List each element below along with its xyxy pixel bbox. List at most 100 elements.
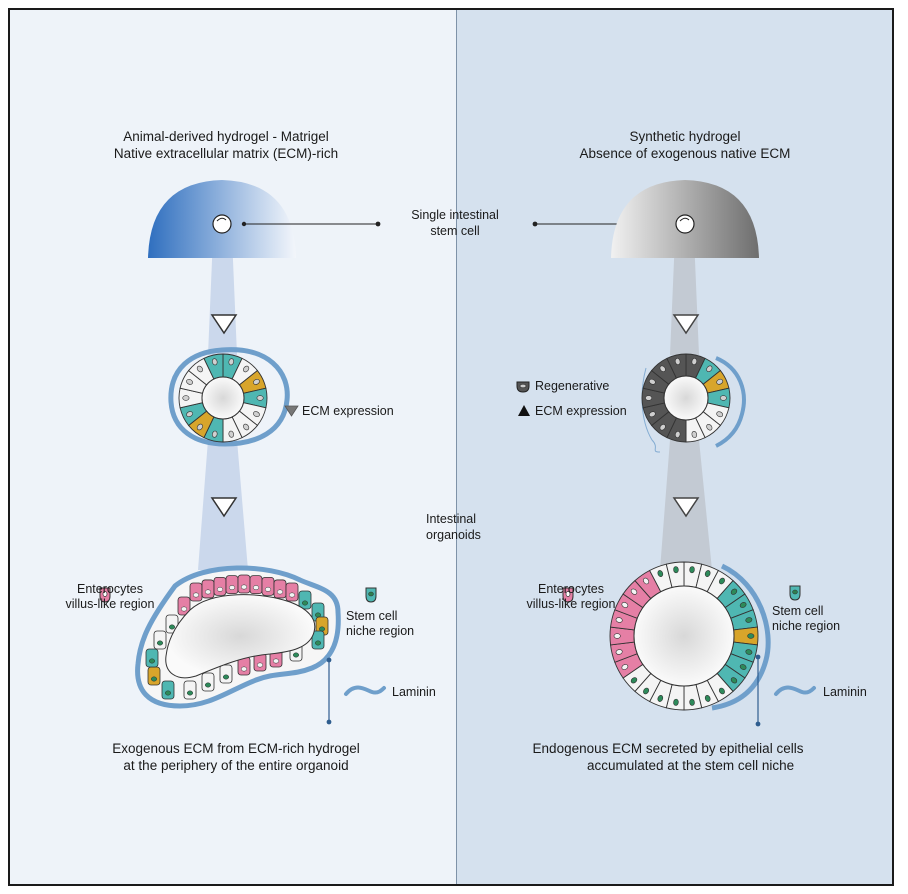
- cell-nucleus: [228, 585, 236, 591]
- cell-nucleus: [216, 586, 224, 592]
- left-caption-line2: at the periphery of the entire organoid: [123, 758, 349, 773]
- down-arrow-2-right: [672, 497, 700, 518]
- stem-label-right-2: niche region: [772, 619, 841, 633]
- stem-cell-nucleus: [679, 217, 690, 222]
- pointer-dot: [755, 654, 761, 660]
- cell-nucleus: [253, 379, 260, 385]
- cell-nucleus: [673, 698, 679, 706]
- left-title-line1: Animal-derived hydrogel - Matrigel: [123, 129, 329, 144]
- figure-frame: [8, 8, 894, 886]
- cell-nucleus: [621, 602, 629, 608]
- cell-nucleus: [240, 584, 248, 590]
- cell-nucleus: [182, 395, 190, 401]
- epithelial-cell: [298, 590, 312, 610]
- cell-nucleus: [718, 687, 725, 695]
- cell-nucleus: [252, 585, 260, 591]
- cell-nucleus: [719, 395, 727, 401]
- cell-nucleus: [314, 612, 322, 618]
- cell-nucleus: [645, 395, 653, 401]
- organoids-line1: Intestinal: [426, 512, 477, 526]
- cell-nucleus: [222, 674, 230, 680]
- cell-nucleus: [615, 617, 623, 623]
- large-organoid-left: [135, 565, 341, 709]
- cell-nucleus: [272, 658, 280, 664]
- cell-nucleus: [674, 358, 681, 366]
- enterocytes-label-right-1: Enterocytes: [537, 582, 604, 596]
- right-caption-line2: accumulated at the stem cell niche: [587, 758, 795, 773]
- down-arrow-2-left: [210, 497, 238, 518]
- cell-nucleus: [648, 411, 656, 418]
- enterocytes-label-left-2: villus-like region: [65, 597, 155, 611]
- epithelial-cell: [153, 630, 167, 650]
- cell-nucleus: [621, 664, 629, 670]
- cell-nucleus: [673, 566, 679, 574]
- enterocyte-icon-right: [562, 587, 574, 603]
- cell-nucleus: [704, 695, 711, 702]
- cell-nucleus: [256, 662, 264, 668]
- ecm-down-triangle-icon: [284, 405, 299, 417]
- ecm-expression-left: ECM expression: [302, 404, 394, 418]
- cell-nucleus: [704, 570, 711, 577]
- right-title-line1: Synthetic hydrogel: [629, 129, 741, 144]
- small-organoid-right: [641, 353, 746, 453]
- epithelial-cell: [161, 680, 175, 700]
- organoids-line2: organoids: [426, 528, 481, 542]
- cell-nucleus: [204, 589, 212, 595]
- cell-nucleus: [150, 676, 158, 682]
- stem-cell-in-matrigel: [212, 214, 232, 234]
- cell-nucleus: [264, 586, 272, 592]
- cell-nucleus: [706, 424, 713, 431]
- cell-nucleus: [615, 649, 623, 655]
- cell-nucleus: [186, 379, 193, 385]
- stem-label-right-1: Stem cell: [772, 604, 824, 618]
- regenerative-label: Regenerative: [535, 379, 610, 393]
- right-caption-line1: Endogenous ECM secreted by epithelial ce…: [532, 741, 804, 756]
- enterocyte-icon-left: [99, 587, 111, 603]
- down-arrow-1-right: [672, 314, 700, 335]
- cell-nucleus: [196, 365, 203, 373]
- cell-nucleus: [745, 617, 753, 623]
- down-arrow-1-left: [210, 314, 238, 335]
- cell-nucleus: [211, 430, 218, 438]
- cell-nucleus: [730, 588, 738, 595]
- cell-nucleus: [648, 378, 656, 385]
- pointer-dot: [532, 221, 538, 227]
- epithelial-cell: [189, 582, 203, 602]
- epithelial-cell: [201, 579, 215, 599]
- cell-nucleus: [747, 633, 755, 639]
- cell-nucleus: [228, 358, 235, 366]
- cell-nucleus: [716, 378, 724, 385]
- cell-nucleus: [657, 570, 664, 577]
- epithelial-cell: [237, 574, 251, 594]
- epithelial-cell: [285, 582, 299, 602]
- cell-nucleus: [718, 577, 725, 585]
- cell-nucleus: [243, 423, 250, 431]
- cell-nucleus: [739, 602, 747, 608]
- epithelial-cell: [249, 575, 263, 595]
- cell-nucleus: [240, 666, 248, 672]
- cell-nucleus: [630, 677, 638, 684]
- cell-nucleus: [739, 664, 747, 670]
- cell-nucleus: [204, 682, 212, 688]
- cell-nucleus: [148, 658, 156, 664]
- stem-cell-icon-right: [789, 585, 801, 601]
- ecm-expression-right: ECM expression: [535, 404, 627, 418]
- cell-nucleus: [196, 423, 203, 431]
- epithelial-cell: [225, 575, 239, 595]
- epithelial-cell: [219, 664, 233, 684]
- epithelial-cell: [213, 576, 227, 596]
- cell-nucleus: [168, 624, 176, 630]
- cell-nucleus: [186, 690, 194, 696]
- cell-nucleus: [156, 640, 164, 646]
- cell-nucleus: [659, 424, 666, 431]
- cell-nucleus: [689, 566, 695, 574]
- stem-cell-in-synthetic: [675, 214, 695, 234]
- epithelial-cell: [147, 666, 161, 686]
- laminin-icon-left: [344, 685, 386, 696]
- cell-nucleus: [301, 600, 309, 606]
- enterocytes-label-left-1: Enterocytes: [76, 582, 143, 596]
- cell-nucleus: [674, 430, 681, 438]
- epithelial-cell: [177, 596, 191, 616]
- cell-nucleus: [730, 677, 738, 684]
